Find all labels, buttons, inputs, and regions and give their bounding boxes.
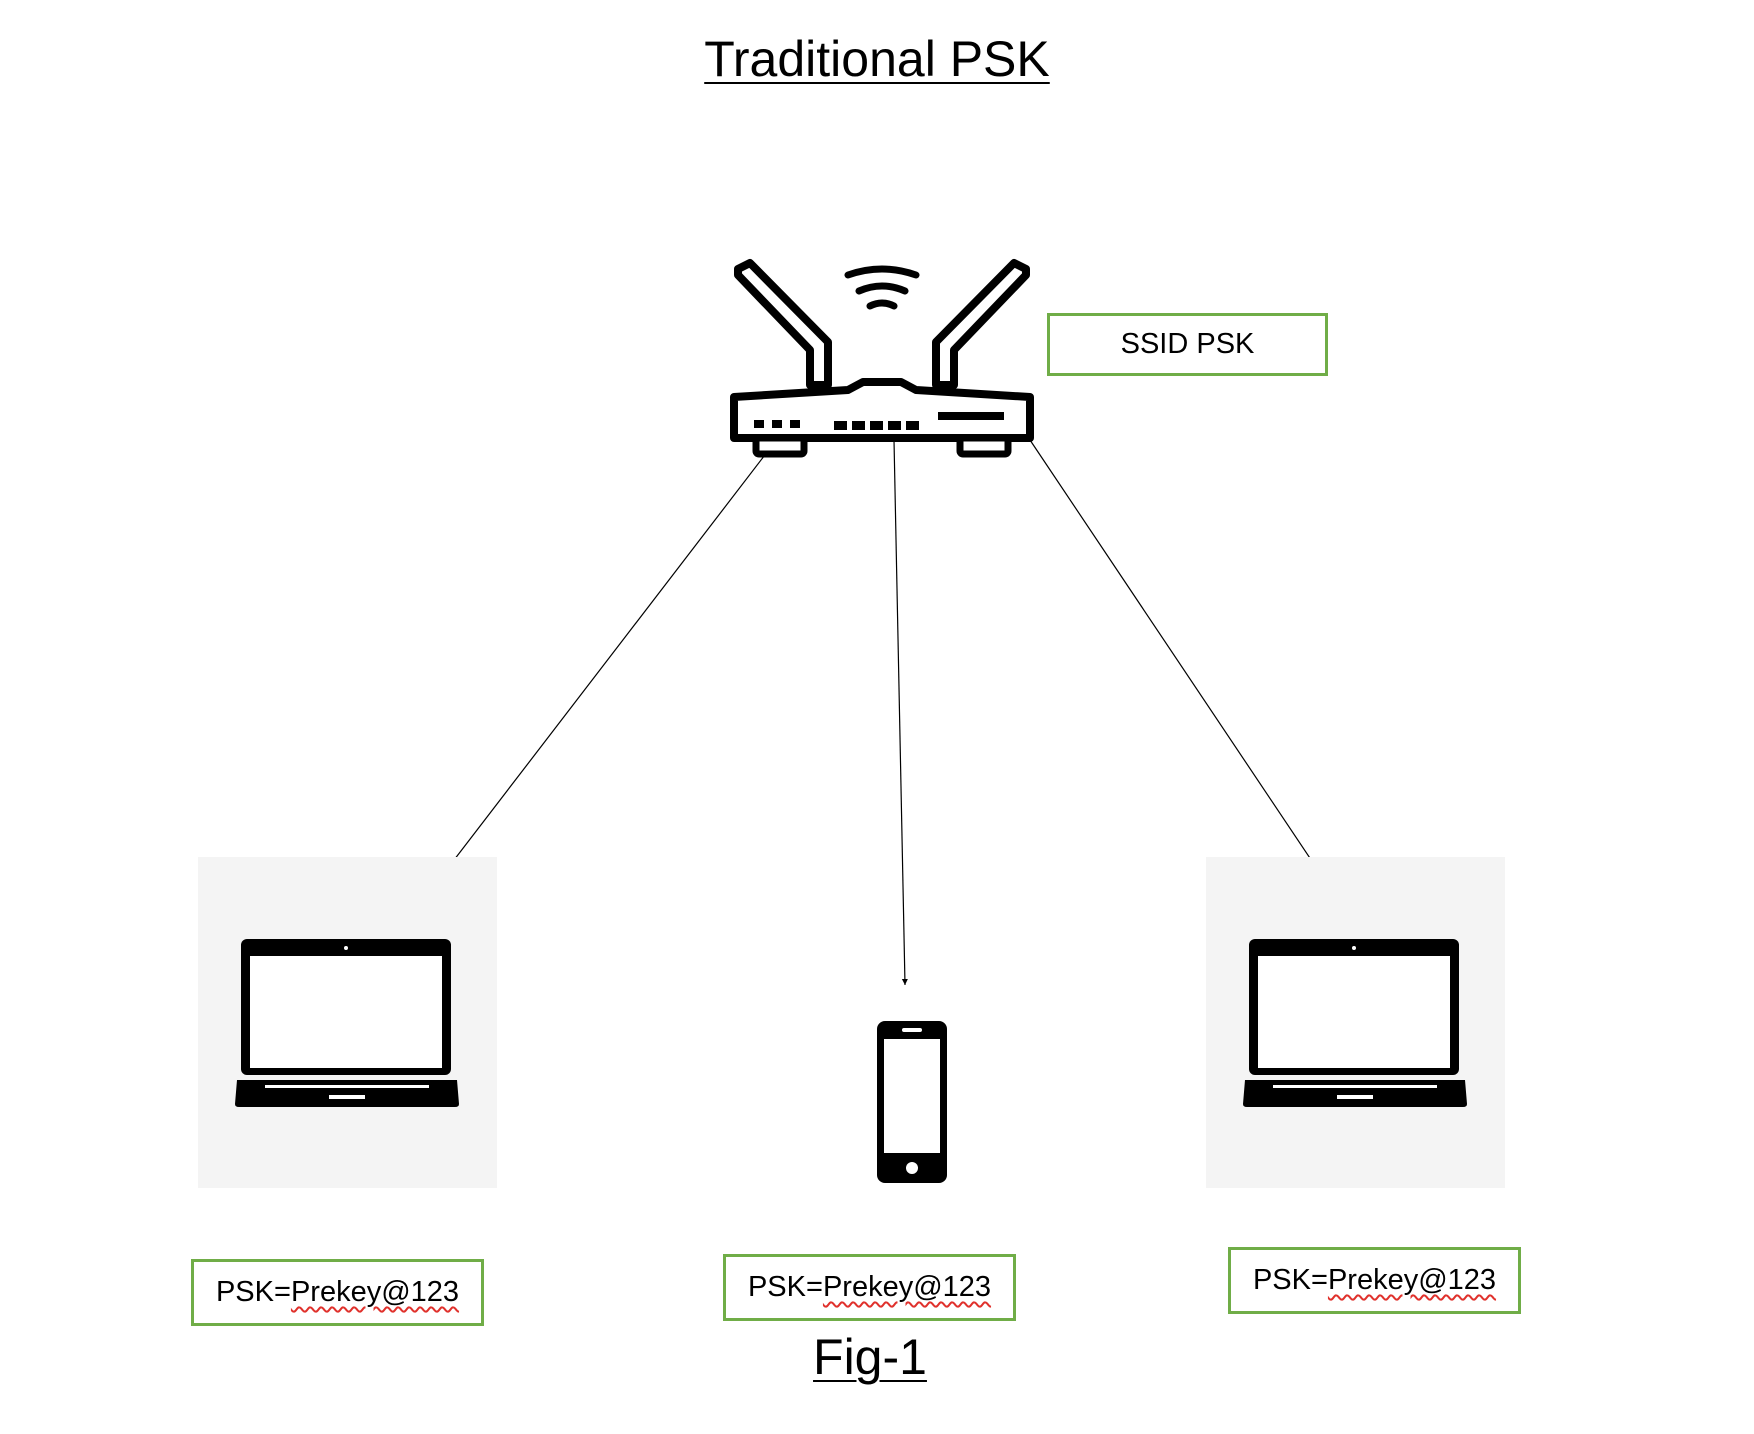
psk-label: PSK=Prekey@123 <box>215 1276 460 1308</box>
laptop-icon <box>235 939 459 1107</box>
arrow-router-to-laptop-right <box>1029 439 1341 904</box>
arrow-router-to-phone <box>893 439 908 986</box>
wifi-signal-icon <box>844 265 920 310</box>
diagram-title: Traditional PSK <box>704 31 1050 87</box>
laptop-right-tile <box>1206 857 1505 1188</box>
psk-label-box-laptop-right: PSK=Prekey@123 <box>1228 1247 1521 1314</box>
smartphone-icon <box>877 1021 947 1183</box>
laptop-icon <box>1243 939 1467 1107</box>
router-icon <box>730 259 1034 458</box>
arrow-router-to-laptop-left <box>420 433 782 904</box>
figure-caption: Fig-1 <box>813 1329 927 1385</box>
laptop-left-tile <box>198 857 497 1188</box>
psk-label-box-phone: PSK=Prekey@123 <box>723 1254 1016 1321</box>
psk-label-box-laptop-left: PSK=Prekey@123 <box>191 1259 484 1326</box>
psk-label: PSK=Prekey@123 <box>747 1271 992 1303</box>
ssid-psk-label-box: SSID PSK <box>1047 313 1328 376</box>
ssid-psk-label: SSID PSK <box>1120 328 1255 360</box>
psk-label: PSK=Prekey@123 <box>1252 1264 1497 1296</box>
